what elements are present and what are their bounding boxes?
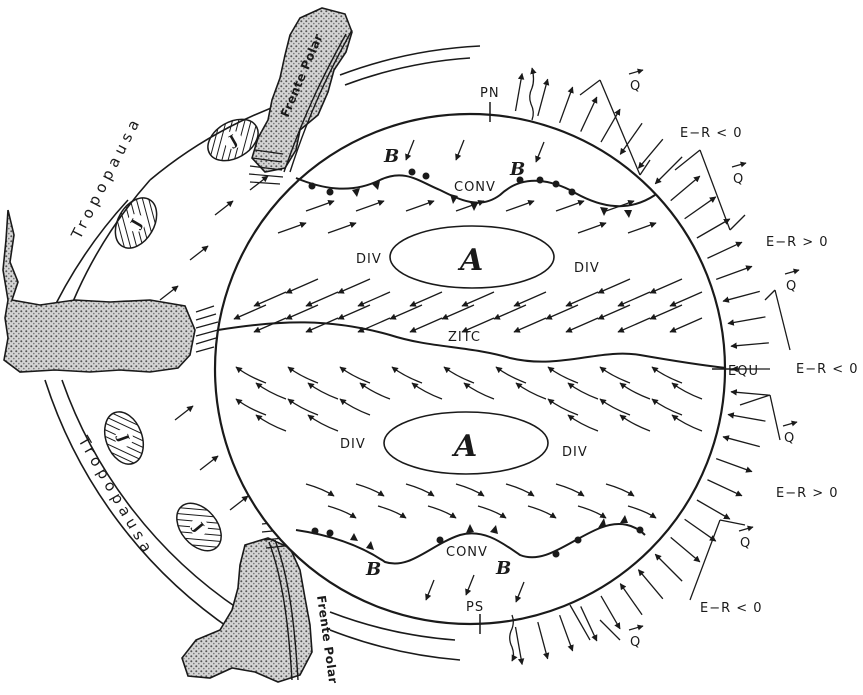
low-north-w-label: B	[383, 146, 399, 167]
wind-arrow	[215, 201, 233, 215]
flux-arrow	[601, 109, 620, 142]
flux-arrow	[685, 197, 716, 219]
div-nw-label: DIV	[356, 252, 382, 267]
flux-arrow	[731, 392, 769, 395]
south-front-cloud	[182, 538, 312, 682]
div-se-label: DIV	[562, 445, 588, 460]
q-label: Q	[786, 279, 797, 294]
wind-arrow	[230, 496, 248, 510]
frente-polar-south-label: Frente Polar	[314, 594, 340, 684]
er-label-1: E−R < 0	[680, 126, 743, 141]
wind-arrow	[200, 456, 218, 470]
flux-arrow	[671, 537, 700, 561]
flux-arrow	[580, 80, 600, 95]
er-label-2: E−R > 0	[766, 235, 829, 250]
wind-arrow	[160, 286, 178, 300]
q-label: Q	[740, 536, 751, 551]
flux-arrow	[671, 176, 700, 200]
er-label-3: E−R < 0	[796, 362, 859, 377]
div-sw-label: DIV	[340, 437, 366, 452]
low-south-e-label: B	[495, 558, 511, 579]
conv-north-label: CONV	[454, 180, 496, 195]
flux-arrow	[728, 414, 765, 421]
wind-arrow	[190, 246, 208, 260]
flux-arrow	[538, 79, 548, 116]
q-label: Q	[733, 172, 744, 187]
flux-arrow	[655, 554, 682, 581]
equ-label: EQU	[728, 364, 759, 379]
flux-arrow	[728, 317, 765, 324]
flux-arrow	[620, 123, 642, 154]
flux-arrow	[638, 570, 662, 599]
flux-arrow	[730, 215, 745, 230]
conv-south-label: CONV	[446, 545, 488, 560]
flux-arrow	[581, 97, 597, 131]
flux-arrow	[770, 395, 780, 440]
er-label-4: E−R > 0	[776, 486, 839, 501]
wind-arrow	[175, 406, 193, 420]
flux-arrow	[685, 519, 716, 541]
flux-arrow	[515, 74, 522, 111]
zitc-label: ZITC	[448, 330, 481, 345]
low-south-w-label: B	[365, 559, 381, 580]
flux-arrow	[640, 160, 650, 175]
high-north-label: A	[457, 243, 483, 278]
jet-4: J	[168, 495, 230, 560]
flux-arrow	[560, 87, 573, 123]
flux-arrow	[638, 139, 662, 168]
flux-arrow	[515, 627, 522, 664]
flux-arrow	[716, 266, 752, 279]
flux-arrow	[700, 150, 730, 230]
low-north-e-label: B	[509, 159, 525, 180]
high-south-label: A	[451, 429, 477, 464]
flux-arrow	[581, 606, 597, 640]
flux-arrow	[723, 291, 760, 301]
flux-arrow	[620, 584, 642, 615]
flux-arrow	[765, 290, 775, 300]
q-label: Q	[630, 79, 641, 94]
q-label: Q	[630, 635, 641, 650]
div-ne-label: DIV	[574, 261, 600, 276]
flux-arrow	[707, 242, 741, 258]
flux-arrow	[775, 290, 790, 350]
flux-arrow	[697, 219, 730, 238]
flux-arrow	[716, 459, 752, 472]
flux-arrow	[731, 343, 769, 346]
er-label-5: E−R < 0	[700, 601, 763, 616]
flux-arrow	[707, 480, 741, 496]
flux-arrow	[723, 437, 760, 447]
q-label: Q	[784, 431, 795, 446]
pn-label: PN	[480, 86, 500, 101]
flux-arrow	[570, 605, 590, 640]
flux-arrow	[690, 520, 720, 600]
flux-arrow	[720, 520, 745, 525]
ps-label: PS	[466, 600, 484, 615]
flux-arrow	[560, 615, 573, 651]
flux-arrow	[538, 622, 548, 659]
flux-arrow	[655, 157, 682, 184]
flux-arrow	[697, 500, 730, 519]
flux-arrow	[740, 395, 770, 405]
radiation-arrow	[530, 68, 534, 120]
